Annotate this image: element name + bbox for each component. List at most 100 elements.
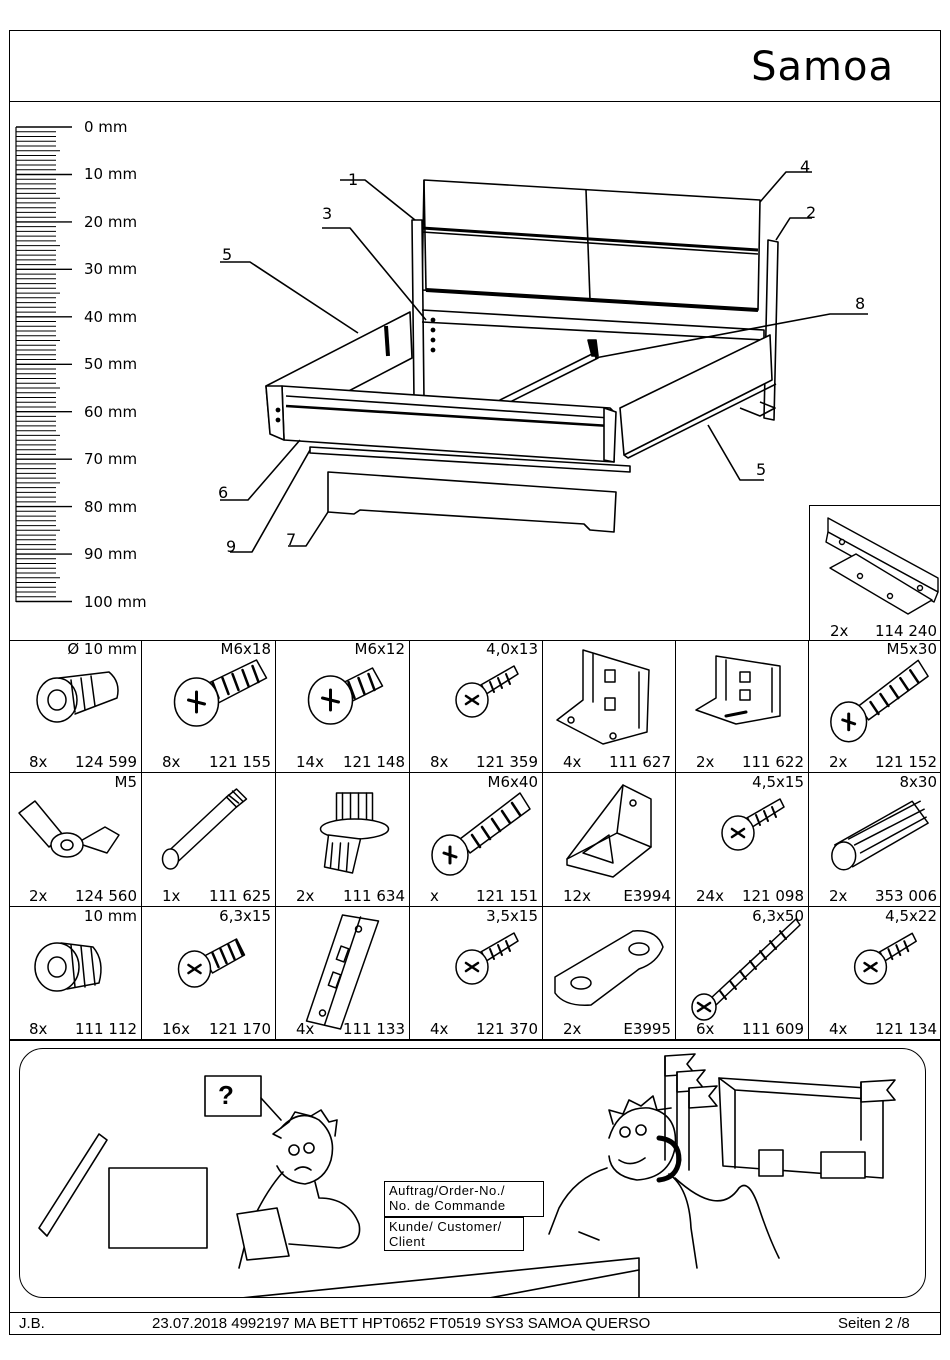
footer-page-number: Seiten 2 /8 xyxy=(838,1315,910,1332)
bracket-box: 2x 114 240 xyxy=(809,505,941,641)
bolt-icon xyxy=(173,659,268,727)
service-panel xyxy=(19,1048,926,1298)
part-quantity: 2x xyxy=(29,887,48,905)
part-cell: 3,5x15 4x 121 370 xyxy=(410,907,543,1040)
screw-icon xyxy=(455,932,519,985)
part-quantity: x xyxy=(430,887,439,905)
ruler-label: 20 mm xyxy=(84,212,138,231)
part-quantity: 8x xyxy=(430,753,449,771)
ruler-label: 100 mm xyxy=(84,592,147,611)
question-mark: ? xyxy=(218,1080,234,1110)
part-spec: M5 xyxy=(114,773,138,791)
ruler-label: 70 mm xyxy=(84,450,138,469)
part-cell: M6x18 8x 121 155 xyxy=(142,640,276,773)
long-screw-icon xyxy=(691,918,801,1021)
part-cell: 6,3x50 6x 111 609 xyxy=(676,907,809,1040)
part-spec: 8x30 xyxy=(899,773,937,791)
bracket-code: 114 240 xyxy=(874,622,937,640)
screw-icon xyxy=(455,665,519,718)
part-spec: 6,3x50 xyxy=(752,907,804,925)
footer-divider xyxy=(9,1312,941,1313)
connector-plate-icon xyxy=(554,930,664,1006)
bed-assembly-drawing xyxy=(220,171,868,553)
part-spec: 10 mm xyxy=(83,907,137,925)
order-line-1: Auftrag/Order-No./ xyxy=(389,1183,505,1198)
part-code: 121 170 xyxy=(208,1020,271,1038)
part-quantity: 2x xyxy=(563,1020,582,1038)
part-code: 111 609 xyxy=(741,1020,804,1038)
part-code: 124 599 xyxy=(74,753,137,771)
angle-bracket-icon xyxy=(825,517,939,615)
part-quantity: 8x xyxy=(29,1020,48,1038)
bolt-long-icon xyxy=(830,659,929,743)
screw-icon xyxy=(853,932,917,985)
ruler-label: 40 mm xyxy=(84,307,138,326)
part-code: 111 133 xyxy=(342,1020,405,1038)
callout-4: 4 xyxy=(800,157,811,176)
part-quantity: 2x xyxy=(829,753,848,771)
part-spec: 4,0x13 xyxy=(486,640,538,658)
part-code: E3994 xyxy=(623,887,671,905)
bracket-small-icon xyxy=(695,655,781,725)
part-quantity: 8x xyxy=(29,753,48,771)
part-quantity: 2x xyxy=(829,887,848,905)
order-line-2: No. de Commande xyxy=(389,1198,506,1213)
parts-divider-bottom xyxy=(9,1040,941,1041)
part-quantity: 2x xyxy=(696,753,715,771)
leveler-foot-icon xyxy=(319,792,390,874)
part-code: 121 148 xyxy=(342,753,405,771)
dowel-icon xyxy=(831,800,929,871)
bolt-short-icon xyxy=(307,667,384,725)
part-cell: M6x40 x 121 151 xyxy=(410,773,543,907)
part-quantity: 1x xyxy=(162,887,181,905)
part-quantity: 4x xyxy=(430,1020,449,1038)
part-code: 121 152 xyxy=(874,753,937,771)
page-frame xyxy=(9,30,941,1335)
part-cell: 10 mm 8x 111 112 xyxy=(9,907,142,1040)
ruler-label: 80 mm xyxy=(84,497,138,516)
part-spec: 3,5x15 xyxy=(486,907,538,925)
part-code: 111 112 xyxy=(74,1020,137,1038)
part-code: 121 155 xyxy=(208,753,271,771)
callout-2: 2 xyxy=(806,203,817,222)
header-divider xyxy=(9,101,941,102)
parts-divider-top xyxy=(9,640,941,641)
allen-key-icon xyxy=(161,788,248,870)
callout-8: 8 xyxy=(855,294,866,313)
part-quantity: 6x xyxy=(696,1020,715,1038)
part-quantity: 4x xyxy=(296,1020,315,1038)
part-spec: Ø 10 mm xyxy=(67,640,137,658)
part-cell: 2x 111 622 xyxy=(676,640,809,773)
part-code: 111 622 xyxy=(741,753,804,771)
part-code: 111 634 xyxy=(342,887,405,905)
corner-bracket-icon xyxy=(566,784,652,878)
bracket-large-icon xyxy=(556,649,650,745)
part-spec: M6x40 xyxy=(487,773,538,791)
order-number-box: Auftrag/Order-No./ No. de Commande xyxy=(384,1181,544,1217)
part-code: 121 151 xyxy=(475,887,538,905)
callout-3: 3 xyxy=(322,204,333,223)
cam-nut-icon xyxy=(36,671,119,723)
part-quantity: 8x xyxy=(162,753,181,771)
footer-document-info: 23.07.2018 4992197 MA BETT HPT0652 FT051… xyxy=(152,1315,651,1332)
part-cell: Ø 10 mm 8x 124 599 xyxy=(9,640,142,773)
part-spec: M6x12 xyxy=(354,640,405,658)
part-code: 121 370 xyxy=(475,1020,538,1038)
part-code: 111 627 xyxy=(608,753,671,771)
ruler-label: 10 mm xyxy=(84,165,138,184)
callout-7: 7 xyxy=(286,530,297,549)
customer-box: Kunde/ Customer/ Client xyxy=(384,1217,524,1251)
ruler-label: 0 mm xyxy=(84,118,128,136)
part-spec: M6x18 xyxy=(220,640,271,658)
part-code: 124 560 xyxy=(74,887,137,905)
part-spec: 6,3x15 xyxy=(219,907,271,925)
measuring-ruler xyxy=(15,126,72,603)
callout-6: 6 xyxy=(218,483,229,502)
